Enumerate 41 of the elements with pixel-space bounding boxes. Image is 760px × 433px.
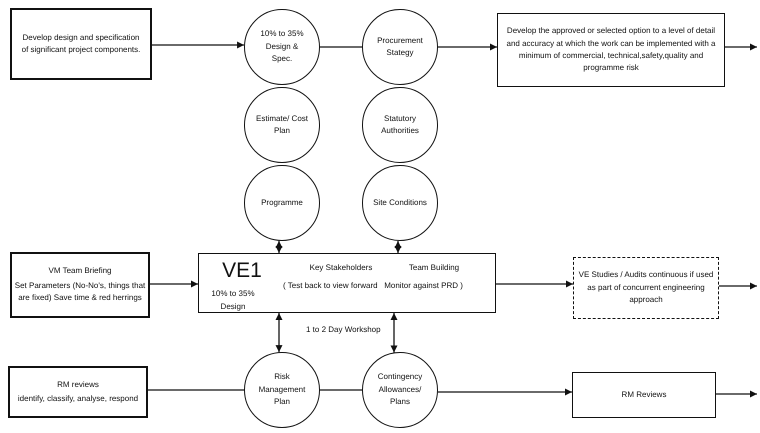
node-text: RM Reviews: [620, 388, 668, 401]
arrow: [394, 240, 402, 253]
workshop-box: [198, 253, 496, 313]
node-text: 10% to 35% Design: [210, 288, 256, 313]
arrow: [276, 240, 282, 253]
process-box: [8, 366, 148, 418]
workshop-note: 1 to 2 Day Workshop: [306, 324, 381, 336]
arrow: [150, 280, 198, 288]
process-box: [10, 252, 150, 318]
heading: VE1: [221, 260, 263, 281]
process-box: [573, 257, 719, 319]
node-text: Programme: [260, 196, 304, 209]
node-text: ( Test back to view forward Monitor against PRD ): [283, 280, 463, 292]
node-text: Develop design and specification of significant project components.: [21, 32, 141, 56]
arrow: [496, 280, 573, 288]
node-text: Team Building: [408, 262, 460, 274]
node-text: Risk Management Plan: [258, 371, 306, 408]
arrow: [276, 313, 282, 352]
node-text: Set Parameters (No-No's, things that are fixed) Save time & red herrings: [14, 280, 146, 304]
node-text: Key Stakeholders: [308, 262, 374, 274]
node-text: Statutory Authorities: [380, 112, 420, 137]
node-text: Site Conditions: [372, 196, 428, 209]
arrow: [390, 313, 398, 352]
node-text: identify, classify, analyse, respond: [16, 393, 140, 405]
node-text: Estimate/ Cost Plan: [254, 112, 309, 137]
node-text: VE Studies / Audits continuous if used as part of concurrent engineering approach: [578, 269, 714, 306]
process-box: [10, 8, 152, 80]
arrow: [725, 44, 757, 50]
arrow: [716, 390, 757, 398]
node-text: Develop the approved or selected option to a level of detail and accuracy at which the work can be implemented with a minimum of commercial, technical,safety,quality and programme risk: [506, 25, 716, 74]
node-text: Contingency Allowances/ Plans: [376, 371, 424, 408]
node-text: 10% to 35% Design & Spec.: [259, 28, 305, 66]
arrow: [719, 282, 757, 290]
process-box: [572, 372, 716, 418]
process-box: [497, 13, 725, 87]
node-text: Procurement Stategy: [376, 34, 424, 59]
arrow: [438, 388, 572, 396]
arrow: [152, 42, 244, 48]
arrow: [438, 44, 497, 50]
node-text: RM reviews: [56, 378, 100, 391]
node-text: VM Team Briefing: [48, 265, 112, 278]
